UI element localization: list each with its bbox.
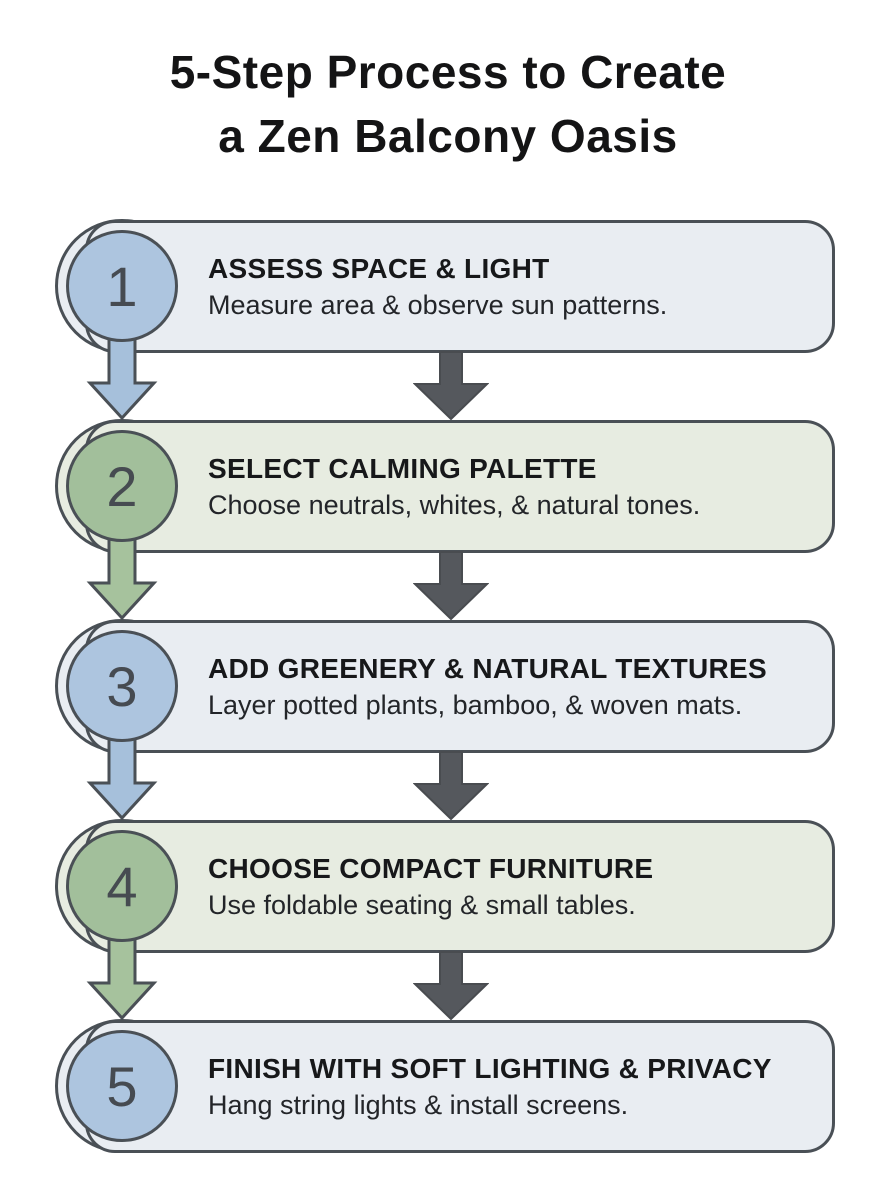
step-title: ASSESS SPACE & LIGHT (208, 252, 550, 284)
step-number-badge: 5 (66, 1030, 178, 1142)
step-card: ADD GREENERY & NATURAL TEXTURES Layer po… (85, 620, 835, 753)
down-arrow-icon (413, 551, 489, 620)
down-arrow-icon (86, 536, 158, 620)
step-number-badge: 2 (66, 430, 178, 542)
step-title: CHOOSE COMPACT FURNITURE (208, 852, 654, 884)
page-title-line1: 5-Step Process to Create (169, 46, 727, 98)
down-arrow-icon (86, 736, 158, 820)
step-description: Measure area & observe sun patterns. (208, 289, 668, 320)
step-row-1: ASSESS SPACE & LIGHT Measure area & obse… (0, 219, 896, 420)
down-arrow-icon (413, 951, 489, 1020)
step-number: 5 (106, 1054, 138, 1118)
page-title: 5-Step Process to Create a Zen Balcony O… (0, 40, 896, 168)
step-row-3: ADD GREENERY & NATURAL TEXTURES Layer po… (0, 619, 896, 820)
step-description: Choose neutrals, whites, & natural tones… (208, 489, 701, 520)
down-arrow-icon (413, 751, 489, 820)
step-number: 3 (106, 654, 138, 718)
down-arrow-icon (413, 351, 489, 420)
step-title: ADD GREENERY & NATURAL TEXTURES (208, 652, 767, 684)
step-description: Layer potted plants, bamboo, & woven mat… (208, 689, 743, 720)
step-title: FINISH WITH SOFT LIGHTING & PRIVACY (208, 1052, 772, 1084)
step-description: Hang string lights & install screens. (208, 1089, 629, 1120)
step-title: SELECT CALMING PALETTE (208, 452, 597, 484)
step-card: ASSESS SPACE & LIGHT Measure area & obse… (85, 220, 835, 353)
step-card: SELECT CALMING PALETTE Choose neutrals, … (85, 420, 835, 553)
step-number: 1 (106, 254, 138, 318)
step-number-badge: 3 (66, 630, 178, 742)
step-number: 4 (106, 854, 138, 918)
down-arrow-icon (86, 336, 158, 420)
step-row-5: FINISH WITH SOFT LIGHTING & PRIVACY Hang… (0, 1019, 896, 1153)
step-number: 2 (106, 454, 138, 518)
down-arrow-icon (86, 936, 158, 1020)
step-row-2: SELECT CALMING PALETTE Choose neutrals, … (0, 419, 896, 620)
step-card: FINISH WITH SOFT LIGHTING & PRIVACY Hang… (85, 1020, 835, 1153)
step-row-4: CHOOSE COMPACT FURNITURE Use foldable se… (0, 819, 896, 1020)
step-number-badge: 1 (66, 230, 178, 342)
page-title-line2: a Zen Balcony Oasis (218, 110, 678, 162)
step-number-badge: 4 (66, 830, 178, 942)
step-card: CHOOSE COMPACT FURNITURE Use foldable se… (85, 820, 835, 953)
step-description: Use foldable seating & small tables. (208, 889, 636, 920)
